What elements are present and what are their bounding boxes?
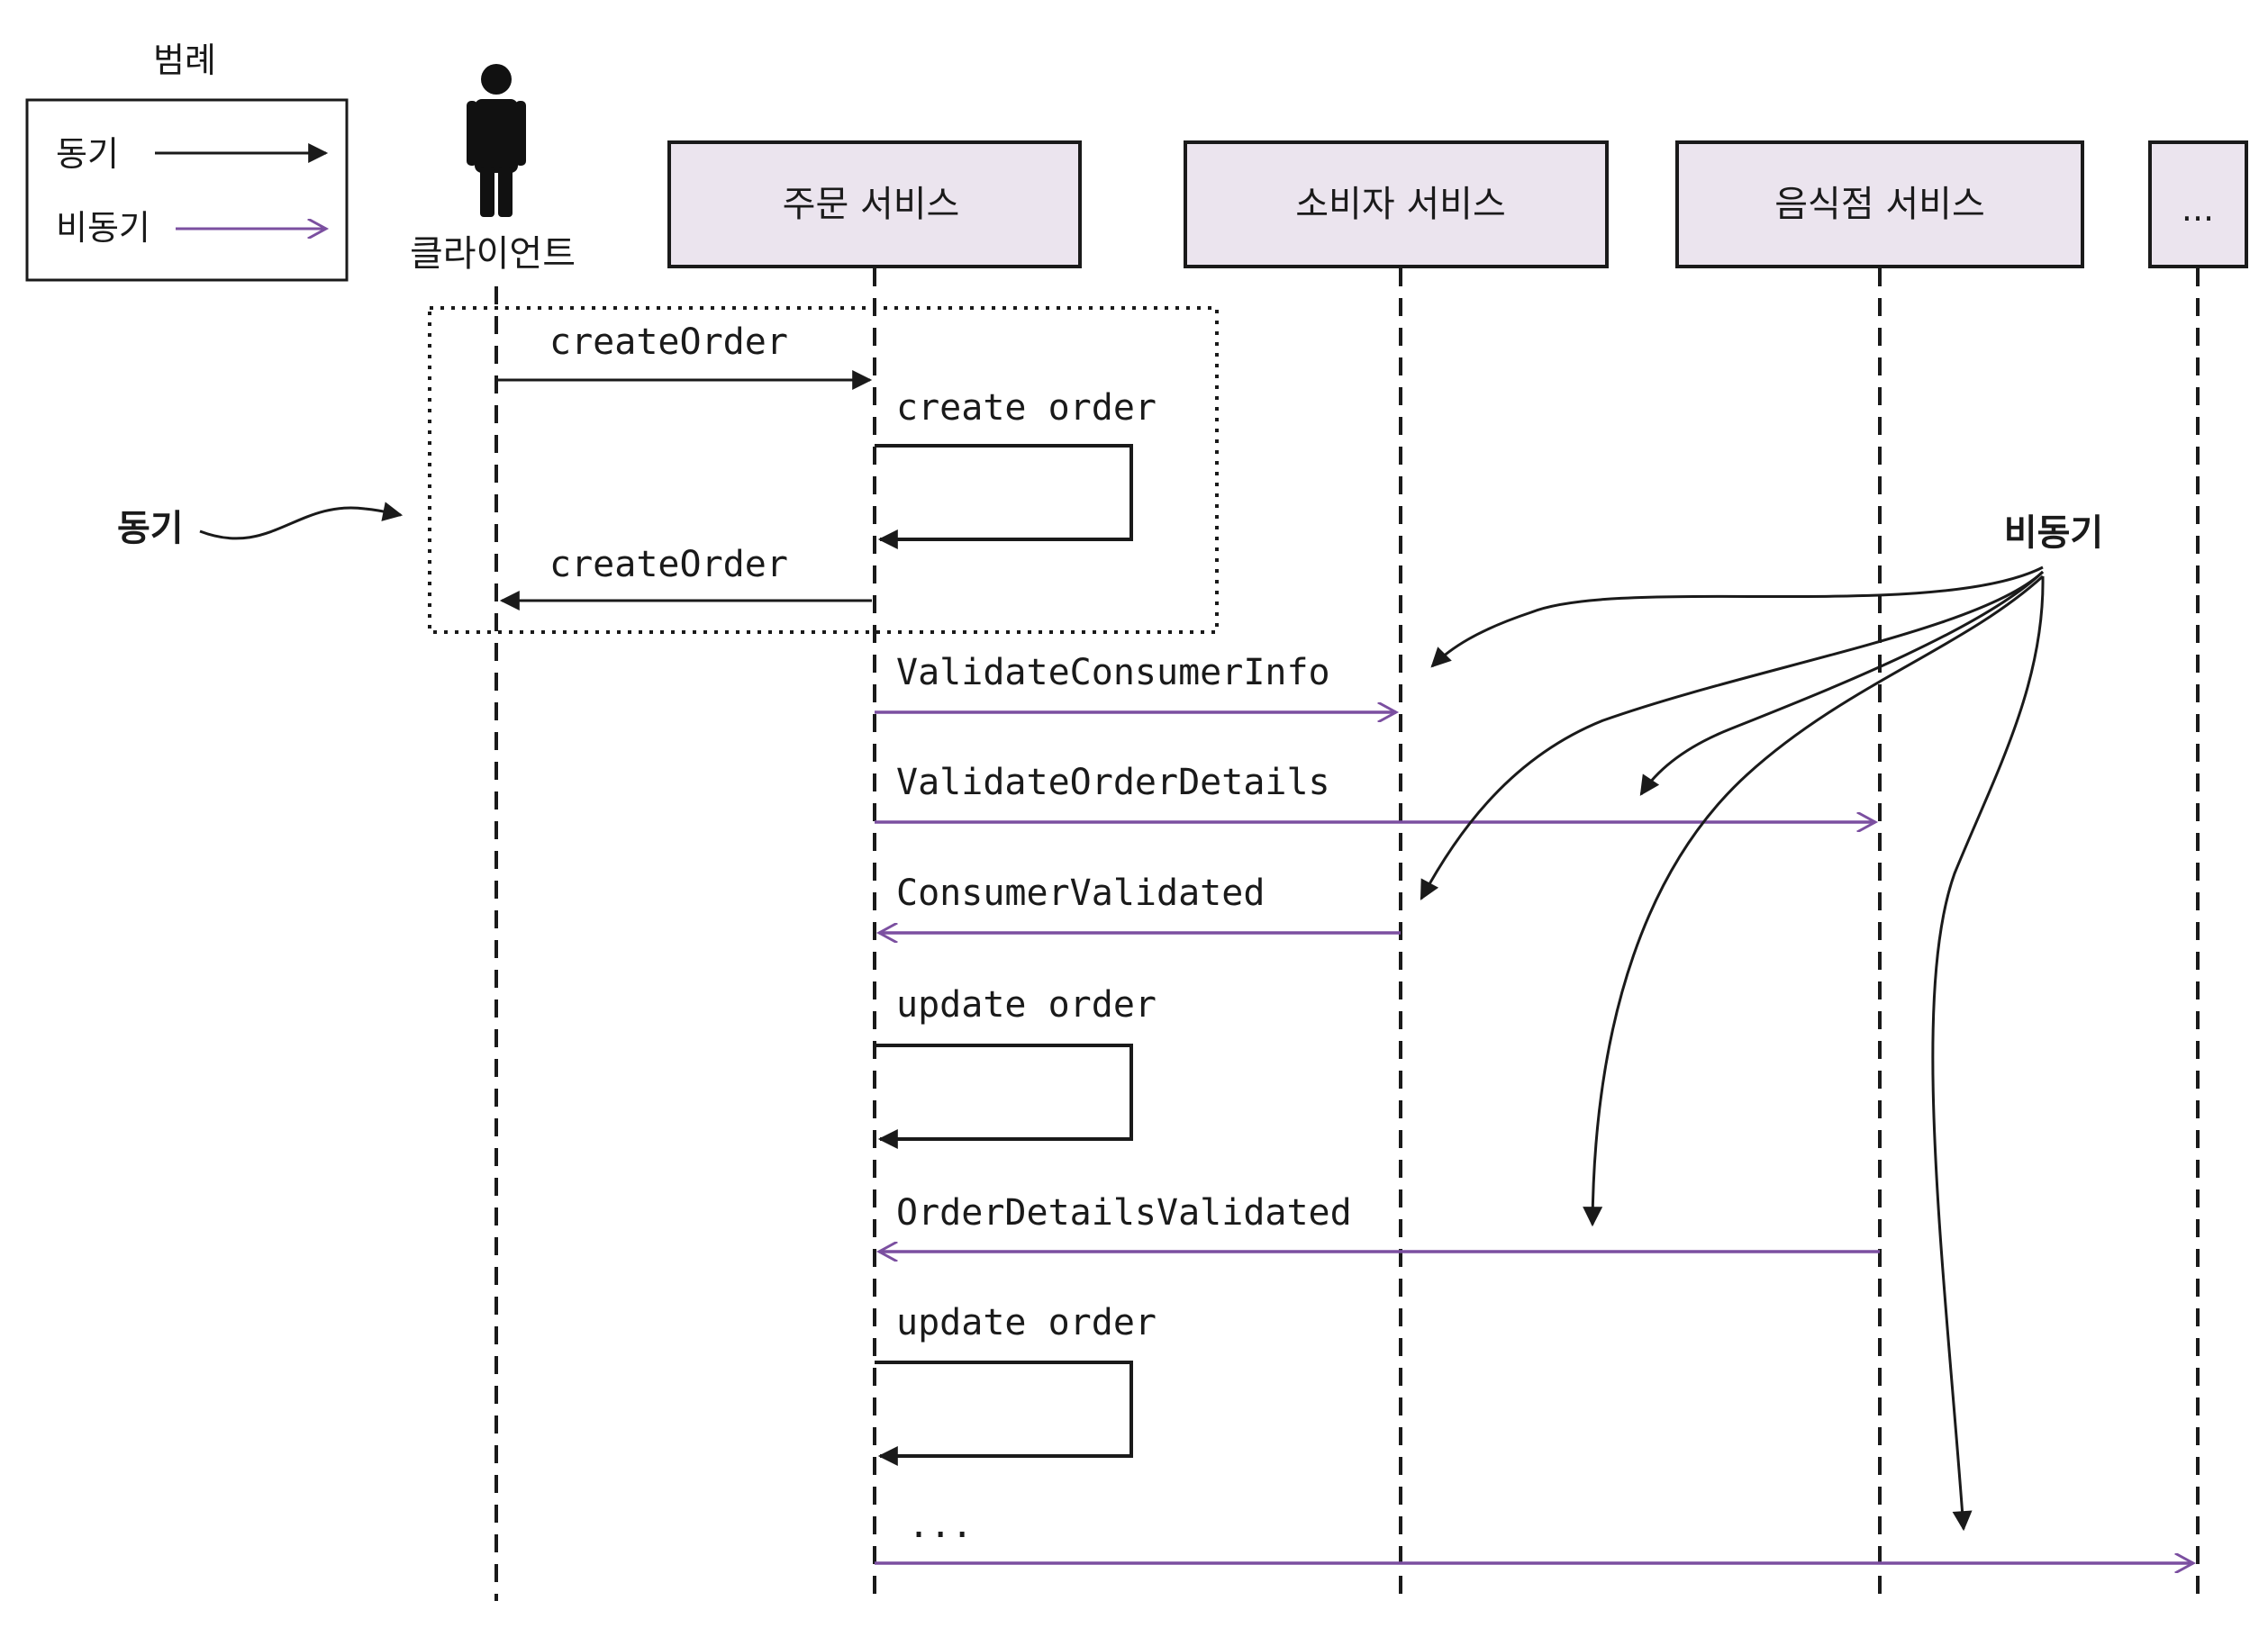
client-label: 클라이언트 xyxy=(410,233,576,275)
legend-title: 범례 xyxy=(153,41,216,80)
service-label-more: ... xyxy=(2182,189,2214,229)
legend: 범례 동기 비동기 xyxy=(25,41,349,282)
message-label: update order xyxy=(896,1302,1157,1343)
message-label: ConsumerValidated xyxy=(896,873,1265,914)
sync-annotation-label: 동기 xyxy=(117,508,184,549)
service-boxes: 주문 서비스 소비자 서비스 음식점 서비스 ... xyxy=(667,140,2248,268)
self-call-arrow xyxy=(875,444,1133,549)
message-label: createOrder xyxy=(549,321,788,363)
service-box-order xyxy=(667,140,1082,268)
client-actor: 클라이언트 xyxy=(410,64,576,275)
message-label: update order xyxy=(896,984,1157,1026)
service-label-order: 주문 서비스 xyxy=(783,184,960,225)
sync-frame xyxy=(428,306,1219,634)
legend-sync-label: 동기 xyxy=(56,134,119,174)
lifelines xyxy=(494,268,2200,1605)
messages: createOrder create order createOrder Val… xyxy=(498,321,2193,1563)
service-box-more xyxy=(2148,140,2248,268)
annotations: 동기 비동기 xyxy=(117,502,2103,1532)
sync-annotation-arrow xyxy=(199,502,404,540)
message-label: create order xyxy=(896,387,1157,429)
service-box-consumer xyxy=(1184,140,1609,268)
service-label-restaurant: 음식점 서비스 xyxy=(1774,184,1985,225)
legend-box xyxy=(25,98,349,282)
async-annotation-arrows xyxy=(1420,565,2045,1532)
message-label: createOrder xyxy=(549,544,788,585)
message-label: ValidateConsumerInfo xyxy=(896,652,1330,693)
async-annotation-label: 비동기 xyxy=(2004,512,2103,554)
self-call-arrow xyxy=(875,1044,1133,1149)
self-call-arrow xyxy=(875,1361,1133,1466)
service-label-consumer: 소비자 서비스 xyxy=(1295,184,1506,225)
message-label: ... xyxy=(908,1505,973,1546)
service-box-restaurant xyxy=(1675,140,2084,268)
person-icon xyxy=(467,64,526,217)
message-label: ValidateOrderDetails xyxy=(896,762,1330,803)
message-label: OrderDetailsValidated xyxy=(896,1192,1352,1234)
legend-async-label: 비동기 xyxy=(56,208,150,248)
